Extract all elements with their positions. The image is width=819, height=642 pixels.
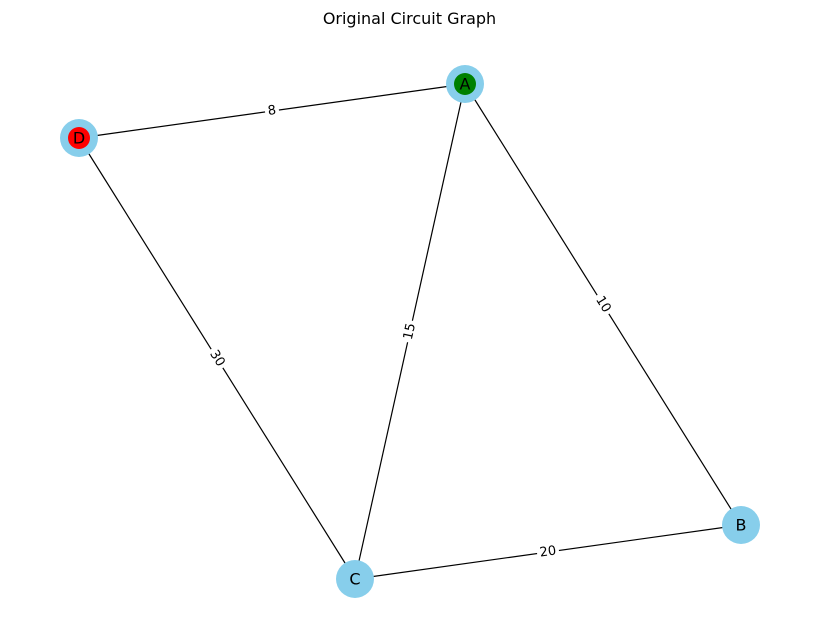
node-circle [722, 506, 760, 544]
edge-a-b: 10 [464, 83, 742, 526]
edge-weight-text: 15 [401, 322, 419, 341]
edge-label-background [535, 542, 561, 562]
source-marker [454, 73, 476, 95]
edge-weight-text: 30 [206, 348, 227, 370]
edge-label-background [590, 290, 616, 319]
edge-weight-text: 8 [267, 103, 277, 119]
edge-label-background [263, 102, 281, 120]
edge-weight-label: 8 [263, 102, 281, 120]
nodes-layer: A B C D [60, 65, 760, 598]
edge-a-c: 15 [354, 83, 466, 580]
node-label: C [349, 570, 360, 589]
edge-weight-label: 20 [535, 542, 561, 562]
edges-layer: 8 15 10 30 20 [78, 83, 742, 580]
node-label: A [460, 75, 471, 94]
node-label: B [736, 516, 747, 535]
sink-marker [68, 127, 90, 149]
node-c[interactable]: C [336, 560, 374, 598]
graph-title: Original Circuit Graph [323, 9, 496, 28]
edge-d-a: 8 [78, 83, 466, 139]
node-b[interactable]: B [722, 506, 760, 544]
node-d[interactable]: D [60, 119, 98, 157]
node-label: D [73, 129, 85, 148]
node-a[interactable]: A [446, 65, 484, 103]
edge-label-background [399, 319, 421, 344]
edge-weight-label: 15 [399, 319, 421, 344]
edge-weight-label: 30 [204, 344, 230, 373]
edge-d-c: 30 [78, 137, 356, 580]
edge-c-b: 20 [354, 524, 742, 580]
edge-weight-text: 20 [539, 543, 557, 560]
node-circle [336, 560, 374, 598]
edge-label-background [204, 344, 230, 373]
edge-weight-label: 10 [590, 290, 616, 319]
edge-weight-text: 10 [592, 294, 613, 316]
